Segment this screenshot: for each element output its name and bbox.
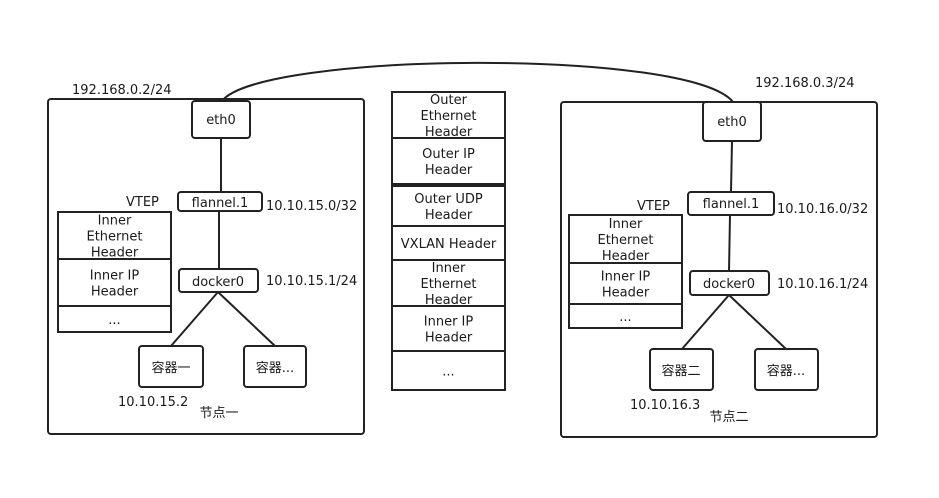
node-2-container-2[interactable] — [754, 348, 819, 391]
packet-stack-cell-0 — [391, 91, 506, 139]
node-1-ip: 192.168.0.2/24 — [72, 83, 172, 98]
node-1-flannel-ip: 10.10.15.0/32 — [266, 199, 357, 214]
packet-stack-cell-5-line-0: Inner IP — [424, 315, 474, 330]
node-2-label: 节点二 — [709, 410, 748, 425]
node-2-container-1-ip: 10.10.16.3 — [630, 398, 700, 413]
node2-stack-cell-1 — [568, 262, 683, 305]
node-2-container-2-label: 容器... — [767, 363, 805, 379]
packet-stack-cell-1-line-0: Outer IP — [422, 147, 475, 162]
packet-stack-cell-0-line-0: Outer — [430, 93, 468, 108]
node1-stack-cell-1-line-0: Inner IP — [90, 269, 140, 284]
node2-stack-cell-0-line-2: Header — [602, 249, 650, 264]
node-2-vtep-label: VTEP — [637, 199, 670, 214]
packet-stack-cell-1-line-1: Header — [425, 163, 473, 178]
node-2: 192.168.0.3/24 eth0 flannel.1 10.10.16.0… — [560, 76, 878, 438]
node1-stack-cell-0-line-1: Ethernet — [87, 230, 143, 245]
node-1: 192.168.0.2/24 eth0 flannel.1 10.10.15.0… — [47, 83, 365, 435]
packet-stack-cell-4 — [391, 259, 506, 307]
node-1-vtep-label: VTEP — [126, 195, 159, 210]
node-2-flannel-docker-link — [728, 214, 731, 272]
node-1-docker-container1-link — [170, 291, 219, 347]
packet-stack-cell-0-line-1: Ethernet — [421, 109, 477, 124]
node-2-docker-ip: 10.10.16.1/24 — [777, 277, 868, 292]
packet-stack-cell-6-line-0: ... — [442, 365, 454, 380]
node-1-container-1-label: 容器一 — [151, 360, 190, 376]
node2-stack-cell-0-line-0: Inner — [609, 217, 643, 232]
node-2-ip: 192.168.0.3/24 — [755, 76, 855, 91]
packet-stack-cell-4-line-2: Header — [425, 293, 473, 308]
packet-stack-cell-0-line-2: Header — [425, 125, 473, 140]
node-2-flannel-ip: 10.10.16.0/32 — [777, 202, 868, 217]
node2-stack-cell-1-line-1: Header — [602, 286, 650, 301]
node-1-docker-ip: 10.10.15.1/24 — [266, 274, 357, 289]
node1-stack-cell-0 — [57, 211, 172, 260]
packet-stack-cell-6 — [391, 350, 506, 391]
underlay-link — [221, 61, 734, 103]
node1-stack-cell-1 — [57, 258, 172, 307]
node1-stack-cell-0-line-2: Header — [91, 246, 139, 261]
packet-stack-cell-5-line-1: Header — [425, 331, 473, 346]
packet-stack-cell-2-line-1: Header — [425, 208, 473, 223]
node-1-eth0-label: eth0 — [206, 113, 236, 128]
node2-stack-cell-0-line-1: Ethernet — [598, 233, 654, 248]
packet-stack-cell-2-line-0: Outer UDP — [414, 192, 483, 207]
packet-stack-cell-1 — [391, 137, 506, 185]
node-2-flannel-label: flannel.1 — [703, 197, 760, 212]
node-1-docker-label: docker0 — [192, 275, 244, 290]
packet-stack-cell-4-line-0: Inner — [432, 261, 466, 276]
node-2-flannel-box[interactable] — [687, 191, 775, 216]
node-2-eth-flannel-link — [730, 140, 733, 193]
node2-stack-cell-2 — [568, 303, 683, 329]
node1-stack-cell-2 — [57, 305, 172, 333]
node2-stack-cell-2-line-0: ... — [619, 310, 631, 325]
node-1-flannel-label: flannel.1 — [192, 196, 249, 211]
node-2-docker-container1-link — [681, 294, 730, 350]
node-1-container-1[interactable] — [138, 345, 204, 388]
packet-stack-cell-3-line-0: VXLAN Header — [401, 237, 497, 252]
node-1-container-1-ip: 10.10.15.2 — [118, 395, 188, 410]
packet-stack-cell-5 — [391, 305, 506, 352]
node-1-container-2[interactable] — [243, 345, 307, 388]
node-1-docker-container2-link — [217, 291, 276, 347]
node1-stack-cell-2-line-0: ... — [108, 313, 120, 328]
node-2-docker-container2-link — [728, 294, 787, 350]
node-1-label: 节点一 — [199, 406, 238, 421]
node-1-container-2-label: 容器... — [256, 360, 294, 376]
node1-stack-cell-1-line-1: Header — [91, 285, 139, 300]
node2-stack-cell-1-line-0: Inner IP — [601, 270, 651, 285]
node-2-container-1[interactable] — [649, 348, 714, 391]
packet-stack-cell-4-line-1: Ethernet — [421, 277, 477, 292]
packet-stack-cell-3 — [391, 225, 506, 261]
node-2-eth0-label: eth0 — [717, 115, 747, 130]
node-2-container-1-label: 容器二 — [661, 363, 700, 379]
node-2-docker-label: docker0 — [703, 277, 755, 292]
node1-stack-cell-0-line-0: Inner — [98, 214, 132, 229]
